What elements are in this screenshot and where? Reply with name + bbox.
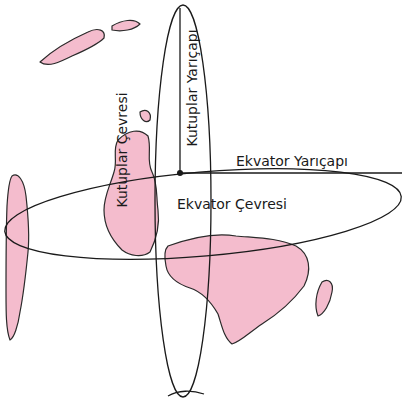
- radius-label: Kutuplar Yarıçapı: [185, 29, 199, 146]
- radius-label: Ekvator Yarıçapı: [236, 154, 348, 168]
- circumference-label: Ekvator Çevresi: [177, 197, 287, 211]
- circumference-label: Kutuplar Çevresi: [115, 92, 129, 207]
